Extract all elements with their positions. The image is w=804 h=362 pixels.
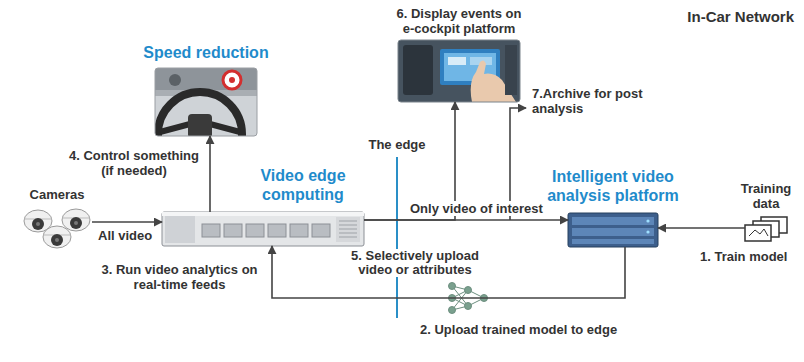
text-slot: 2. Upload trained model to edge xyxy=(420,322,617,337)
text-slot: In-Car Network xyxy=(687,8,794,26)
text-slot: 1. Train model xyxy=(700,249,787,264)
analysis-server-icon xyxy=(568,213,658,247)
flow-arrow xyxy=(658,227,745,229)
flow-arrow xyxy=(209,136,211,212)
steering-wheel-photo xyxy=(155,68,257,136)
text-slot: Only video of interest xyxy=(410,201,543,216)
section-heading: Speed reduction xyxy=(126,43,286,62)
text-slot: 3. Run video analytics on real-time feed… xyxy=(97,262,262,292)
edge-label: Only video of interest xyxy=(410,201,543,216)
text-slot: Cameras xyxy=(17,187,97,202)
boundary-label: The edge xyxy=(362,137,432,152)
device-label: Cameras xyxy=(17,187,97,202)
section-heading: Video edge computing xyxy=(248,166,358,204)
diagram-node: Cameras xyxy=(22,206,92,252)
diagram-node: Training data xyxy=(745,217,787,241)
text-slot: Speed reduction xyxy=(126,43,286,62)
diagram-node: 6. Display events on e-cockpit platform xyxy=(398,40,520,102)
text-slot: 4. Control something (if needed) xyxy=(64,148,204,178)
text-slot: The edge xyxy=(362,137,432,152)
step-label: 5. Selectively upload video or attribute… xyxy=(340,249,490,277)
edge-label: All video xyxy=(98,228,152,243)
diagram-node: Video edge computing xyxy=(162,212,364,246)
step-label: 6. Display events on e-cockpit platform xyxy=(389,6,529,36)
text-slot: 6. Display events on e-cockpit platform xyxy=(389,6,529,36)
network-title: In-Car Network xyxy=(687,8,794,26)
camera-icons xyxy=(24,209,90,248)
photo-frame xyxy=(398,40,520,102)
text-slot: Training data xyxy=(736,181,796,211)
text-slot: 7.Archive for post analysis xyxy=(532,86,657,116)
flow-arrow xyxy=(272,246,625,298)
step-label: 4. Control something (if needed) xyxy=(64,148,204,178)
step-label: 1. Train model xyxy=(700,249,787,264)
text-slot: Intelligent video analysis platform xyxy=(543,167,683,205)
diagram-node: Speed reduction xyxy=(155,68,257,136)
device-label: Training data xyxy=(736,181,796,211)
edge-boundary-line xyxy=(396,157,398,318)
step-label: 3. Run video analytics on real-time feed… xyxy=(97,262,262,292)
text-slot: 5. Selectively upload video or attribute… xyxy=(340,249,490,277)
photo-frame xyxy=(155,68,257,136)
edge-server-icon xyxy=(162,212,364,246)
text-slot: Video edge computing xyxy=(248,166,358,204)
e-cockpit-photo xyxy=(398,40,520,102)
section-heading: Intelligent video analysis platform xyxy=(543,167,683,205)
training-data-icon xyxy=(745,217,787,241)
step-label: 7.Archive for post analysis xyxy=(532,86,657,116)
step-label: 2. Upload trained model to edge xyxy=(420,322,617,337)
text-slot: All video xyxy=(98,228,152,243)
flow-arrow xyxy=(92,221,162,223)
diagram-node: Intelligent video analysis platform xyxy=(568,213,658,247)
